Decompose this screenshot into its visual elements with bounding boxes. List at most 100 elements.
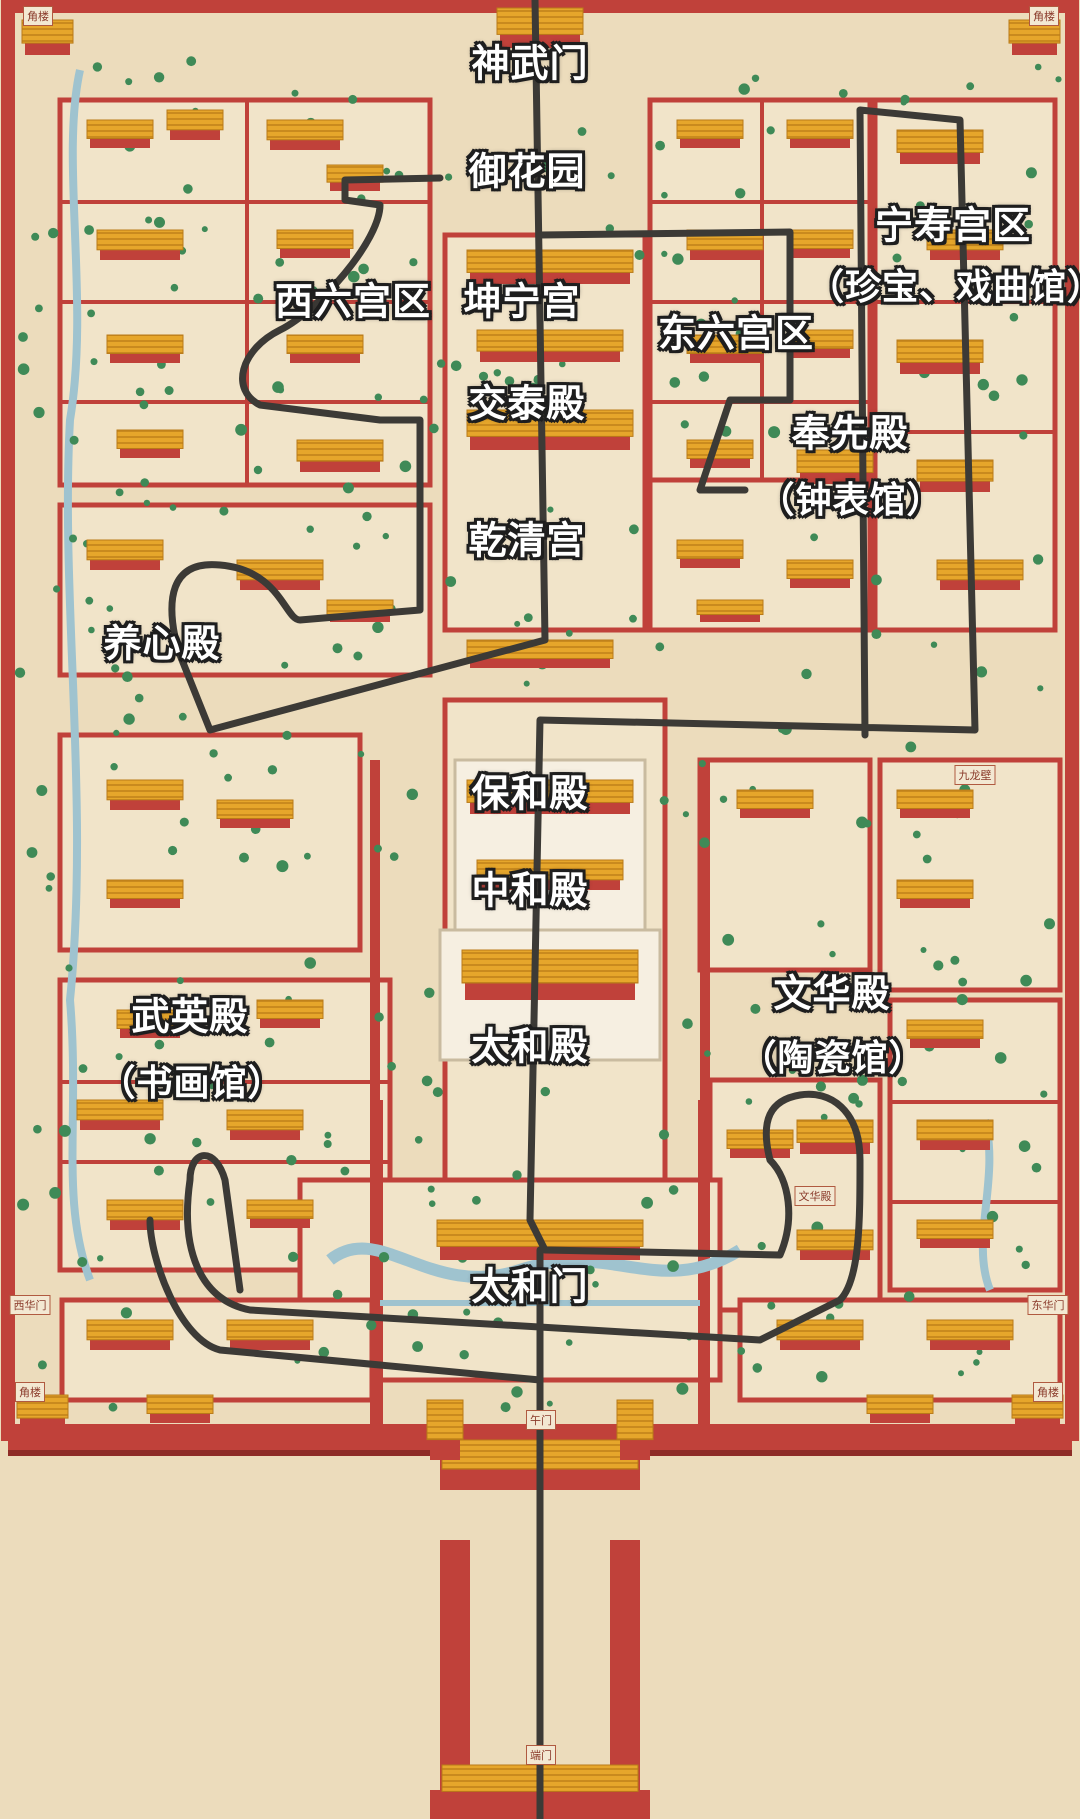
building-roof [256, 999, 324, 1019]
tree-icon [782, 996, 790, 1004]
tree-icon [122, 671, 133, 682]
tree-icon [239, 852, 249, 863]
tree-icon [87, 309, 95, 318]
building-icon [256, 999, 324, 1028]
tree-icon [286, 1155, 297, 1166]
tag-jiulongbi: 九龙壁 [954, 765, 996, 785]
building-base [250, 1217, 310, 1228]
tree-icon [792, 989, 802, 999]
tree-icon [37, 1360, 47, 1370]
tree-icon [318, 1346, 330, 1358]
tree-icon [362, 511, 372, 522]
building-roof [86, 1319, 174, 1341]
tree-icon [306, 525, 314, 533]
tree-icon [267, 765, 278, 775]
building-icon [166, 109, 224, 140]
tree-icon [661, 250, 668, 257]
building-base [900, 897, 970, 908]
building-roof [916, 1219, 994, 1239]
building-icon [106, 779, 184, 810]
tree-icon [528, 382, 538, 392]
tree-icon [514, 620, 521, 627]
tree-icon [459, 1350, 469, 1360]
tree-icon [856, 1074, 868, 1086]
building-base [90, 558, 160, 570]
building-icon [926, 1319, 1014, 1350]
building-icon [736, 789, 814, 818]
tag-corner-nw: 角楼 [23, 6, 53, 26]
building-base [430, 1437, 460, 1460]
inner-wall [60, 1080, 390, 1084]
tree-icon [35, 304, 43, 313]
tree-icon [956, 994, 968, 1006]
building-icon [461, 949, 639, 1000]
tree-icon [26, 847, 38, 858]
tree-icon [366, 1320, 377, 1331]
tree-icon [478, 371, 489, 381]
tree-icon [667, 1260, 679, 1272]
tree-icon [18, 332, 28, 342]
tree-icon [219, 506, 229, 516]
tree-icon [332, 643, 343, 654]
tree-icon [768, 426, 781, 439]
building-base [230, 1128, 300, 1140]
tag-corner-ne: 角楼 [1029, 6, 1059, 26]
building-roof [476, 859, 624, 881]
building-base [120, 1027, 180, 1038]
tree-icon [168, 845, 178, 856]
tree-icon [1040, 1090, 1048, 1098]
tag-corner-se: 角楼 [1033, 1382, 1063, 1402]
tree-icon [111, 664, 120, 673]
tree-icon [682, 811, 690, 818]
tree-icon [421, 1075, 433, 1087]
building-base [470, 434, 630, 450]
tree-icon [585, 1265, 595, 1275]
tree-icon [428, 1200, 436, 1207]
building-base [110, 897, 180, 908]
tree-icon [658, 1129, 670, 1140]
tree-icon [698, 371, 710, 382]
tree-icon [31, 232, 40, 241]
building-base [800, 471, 870, 484]
tree-icon [699, 837, 710, 848]
label-baohedian: 保和殿 [471, 771, 589, 816]
tree-icon [92, 62, 103, 72]
tree-icon [153, 1165, 164, 1176]
tree-icon [695, 318, 707, 330]
tree-icon [750, 1003, 761, 1014]
tree-icon [766, 126, 775, 135]
tree-icon [178, 712, 187, 721]
tree-icon [97, 1255, 104, 1262]
building-base [290, 352, 360, 363]
colonnade-wall [698, 1100, 706, 1450]
building-roof [116, 1009, 184, 1029]
building-icon [296, 439, 384, 472]
tree-icon [115, 1053, 123, 1061]
building-icon [86, 539, 164, 570]
tree-icon [810, 533, 818, 542]
tree-icon [235, 423, 248, 436]
tree-icon [546, 71, 555, 80]
building-roof [676, 539, 744, 559]
tree-icon [634, 250, 645, 260]
tree-icon [848, 1092, 859, 1104]
west-stream [63, 69, 94, 1282]
label-fengxiandian: 奉先殿 [791, 411, 909, 456]
tree-icon [493, 369, 501, 377]
tree-icon [106, 605, 114, 612]
tree-icon [661, 191, 668, 199]
building-icon [896, 339, 984, 374]
tree-icon [698, 760, 706, 768]
building-base [930, 1338, 1010, 1350]
building-base [120, 447, 180, 458]
building-base [1012, 41, 1057, 55]
approach-wall [440, 1540, 470, 1790]
building-base [470, 271, 630, 284]
building-base [465, 981, 635, 1000]
building-base [500, 32, 580, 48]
tree-icon [389, 852, 399, 861]
label-yangxindian: 养心殿 [103, 621, 221, 666]
tree-icon [475, 295, 485, 305]
building-roof [286, 334, 364, 354]
label-zhonghedian: 中和殿 [471, 868, 589, 913]
